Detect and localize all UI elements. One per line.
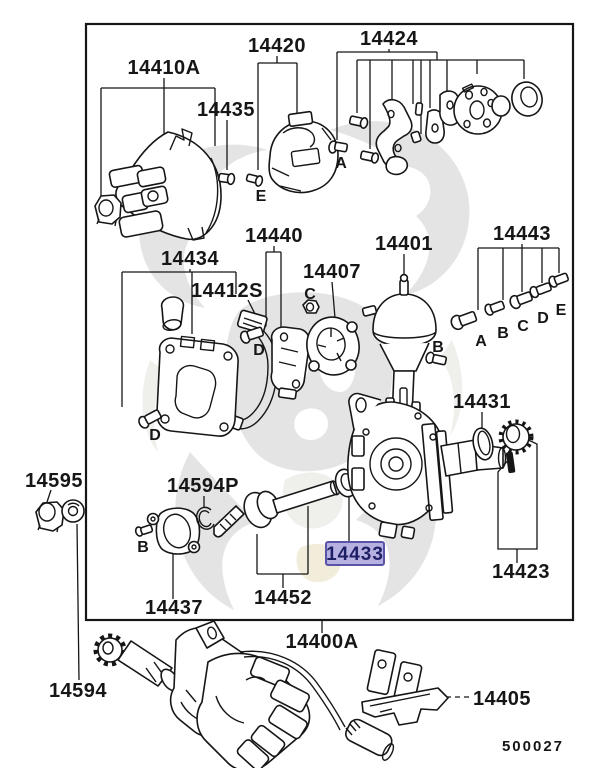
highlight-box[interactable] bbox=[325, 541, 385, 566]
part-labels: 14410A 14435 14420 14424 14440 14401 144… bbox=[25, 28, 564, 755]
callout-kit-b: B bbox=[497, 325, 509, 342]
leader-lines bbox=[46, 49, 560, 698]
cap-screw-14435 bbox=[217, 172, 236, 186]
part-label-14437: 14437 bbox=[145, 597, 203, 619]
part-label-14452: 14452 bbox=[254, 587, 312, 609]
part-label-14433[interactable]: 14433 bbox=[326, 544, 384, 565]
part-label-14412S: 14412S bbox=[191, 280, 263, 302]
callout-b-vacuum: B bbox=[432, 339, 444, 356]
part-label-14423: 14423 bbox=[492, 561, 550, 583]
distributor-assembly-drawing bbox=[93, 620, 395, 768]
housing-drawing bbox=[213, 392, 534, 540]
cable-connector bbox=[345, 718, 395, 761]
distributor-cap-drawing bbox=[94, 128, 264, 241]
breaker-screw-a bbox=[328, 140, 349, 154]
nut-14595-part bbox=[35, 501, 65, 533]
part-label-14410A: 14410A bbox=[127, 57, 200, 79]
stator-nut-c bbox=[302, 299, 320, 314]
bracket-14405-drawing bbox=[361, 649, 449, 726]
callout-a-breaker: A bbox=[335, 155, 347, 172]
screw-kit-drawing bbox=[450, 272, 570, 331]
module-drawing bbox=[138, 296, 278, 437]
gear-14423-part bbox=[498, 419, 534, 474]
part-label-14401: 14401 bbox=[375, 233, 433, 255]
module-screw-d-left bbox=[138, 409, 162, 429]
callout-c-stator: C bbox=[304, 286, 316, 303]
part-label-14400A: 14400A bbox=[285, 631, 358, 653]
callout-kit-c: C bbox=[517, 318, 529, 335]
callout-kit-d: D bbox=[537, 310, 549, 327]
part-label-14431: 14431 bbox=[453, 391, 511, 413]
callout-d-module: D bbox=[149, 427, 161, 444]
highlighted-part-label-14433[interactable]: 14433 bbox=[325, 541, 385, 566]
pickup-screw-d bbox=[239, 326, 264, 344]
rotor-screw-e bbox=[245, 173, 264, 187]
drawing-number: 500027 bbox=[502, 738, 564, 755]
callout-letters: E A C D D B A B C D E B bbox=[137, 155, 566, 556]
callout-kit-a: A bbox=[475, 333, 487, 350]
washer-14594-part bbox=[61, 499, 85, 523]
flange-drawing bbox=[35, 499, 215, 555]
diagram-border bbox=[84, 22, 575, 622]
vacuum-screw-b bbox=[425, 351, 448, 366]
pickup-stator-drawing bbox=[270, 299, 360, 400]
callout-kit-e: E bbox=[556, 302, 567, 319]
flange-screw-b bbox=[134, 524, 154, 537]
callout-e-rotor: E bbox=[256, 188, 267, 205]
part-label-14594: 14594 bbox=[49, 680, 107, 702]
part-label-14434: 14434 bbox=[161, 248, 219, 270]
clip-14594p-part bbox=[195, 506, 215, 530]
part-label-14420: 14420 bbox=[248, 35, 306, 57]
callout-d-pickup: D bbox=[253, 342, 265, 359]
callout-b-flange: B bbox=[137, 539, 149, 556]
part-label-14407: 14407 bbox=[303, 261, 361, 283]
breaker-kit-drawing bbox=[348, 81, 543, 176]
part-label-14435: 14435 bbox=[197, 99, 255, 121]
rotor-drawing bbox=[268, 110, 349, 194]
part-label-14405: 14405 bbox=[473, 688, 531, 710]
part-label-14594P: 14594P bbox=[167, 475, 239, 497]
part-label-14424: 14424 bbox=[360, 28, 418, 50]
part-label-14443: 14443 bbox=[493, 223, 551, 245]
part-label-14440: 14440 bbox=[245, 225, 303, 247]
oring-14431-part bbox=[472, 427, 494, 461]
part-label-14595: 14595 bbox=[25, 470, 83, 492]
